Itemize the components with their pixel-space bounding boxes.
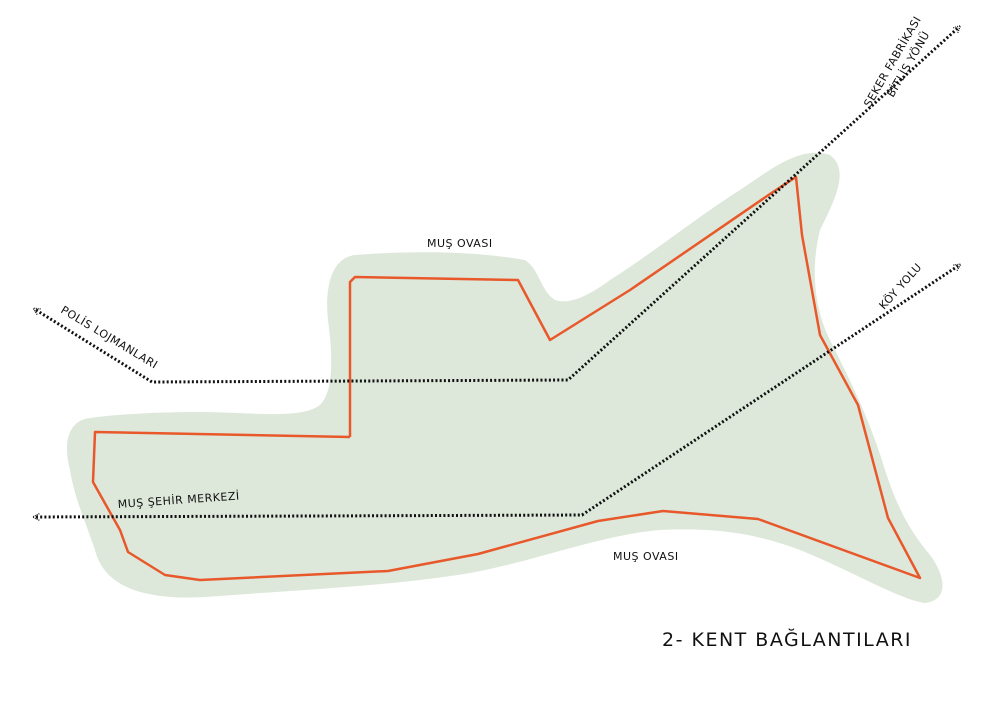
route-merkez-koy bbox=[36, 266, 958, 517]
green-buffer-zone bbox=[66, 152, 943, 604]
diagram-title: 2- KENT BAĞLANTILARI bbox=[662, 627, 912, 651]
label-koy-yolu: KÖY YOLU bbox=[877, 261, 925, 312]
label-mus-ovasi-bottom: MUŞ OVASI bbox=[613, 550, 679, 563]
label-polis-lojmanlari: POLİS LOJMANLARI bbox=[58, 303, 160, 371]
label-mus-ovasi-top: MUŞ OVASI bbox=[427, 237, 493, 250]
